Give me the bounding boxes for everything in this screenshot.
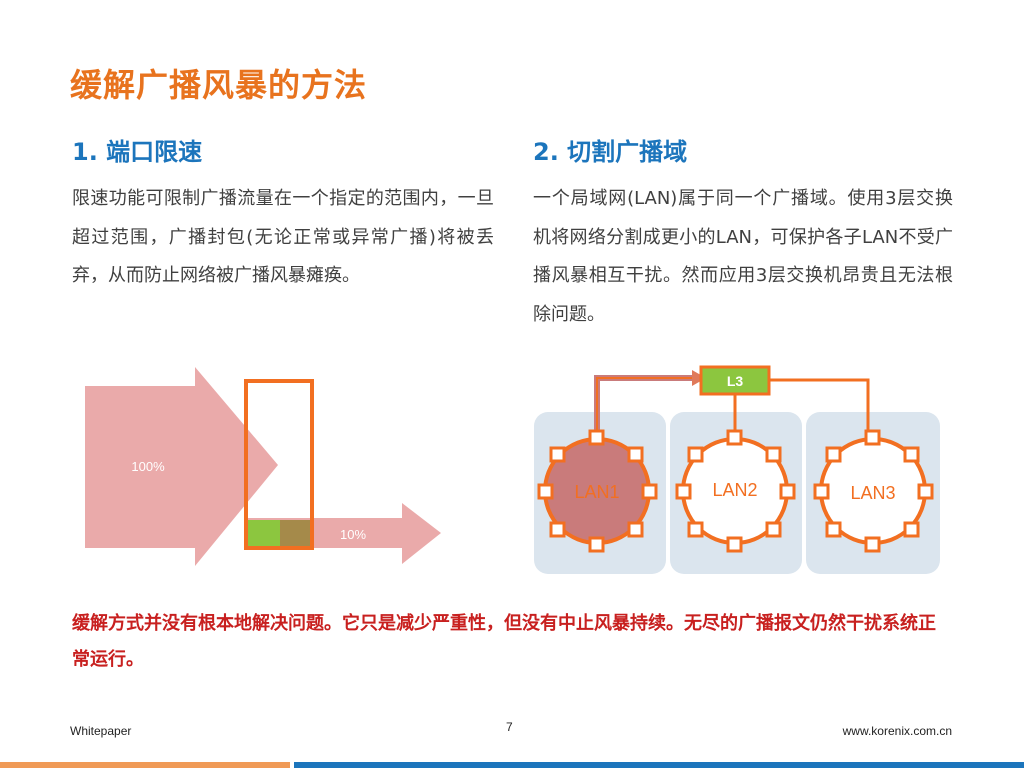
warning-text: 缓解方式并没有根本地解决问题。它只是减少严重性，但没有中止风暴持续。无尽的广播报…	[72, 613, 936, 670]
lan3-ring	[813, 429, 934, 553]
lan1-ring	[537, 429, 658, 553]
storm-arrow	[594, 370, 706, 437]
footer-label: Whitepaper	[70, 724, 132, 738]
page-title: 缓解广播风暴的方法	[70, 66, 368, 104]
l3-switch-label: L3	[727, 373, 744, 389]
lan1-panel	[534, 412, 666, 574]
passed-overlap-block	[280, 520, 312, 547]
lan2-ring	[675, 429, 796, 553]
outgoing-traffic-arrow	[246, 503, 441, 564]
incoming-percent-label: 100%	[131, 459, 165, 474]
lan1-label: LAN1	[574, 482, 619, 502]
footer-bar-blue	[294, 762, 1024, 768]
lan2-label: LAN2	[712, 480, 757, 500]
footer-website: www.korenix.com.cn	[842, 724, 952, 738]
l3-switch-box	[699, 365, 771, 396]
section-rate-limit-text: 限速功能可限制广播流量在一个指定的范围内，一旦超过范围，广播封包(无论正常或异常…	[72, 188, 494, 287]
section-split-domain-heading: 2. 切割广播域	[533, 138, 688, 166]
lan3-panel	[806, 412, 940, 574]
l3-link-lan3	[770, 378, 870, 437]
incoming-traffic-arrow	[85, 367, 278, 566]
lan2-panel	[670, 412, 802, 574]
section-rate-limit-heading: 1. 端口限速	[72, 138, 203, 166]
section-split-domain-text: 一个局域网(LAN)属于同一个广播域。使用3层交换机将网络分割成更小的LAN，可…	[533, 188, 953, 326]
passed-traffic-block	[246, 520, 280, 547]
page-number: 7	[506, 720, 513, 734]
outgoing-percent-label: 10%	[340, 527, 366, 542]
footer-bar-orange	[0, 762, 290, 768]
lan3-label: LAN3	[850, 483, 895, 503]
rate-limit-gate	[244, 379, 314, 550]
